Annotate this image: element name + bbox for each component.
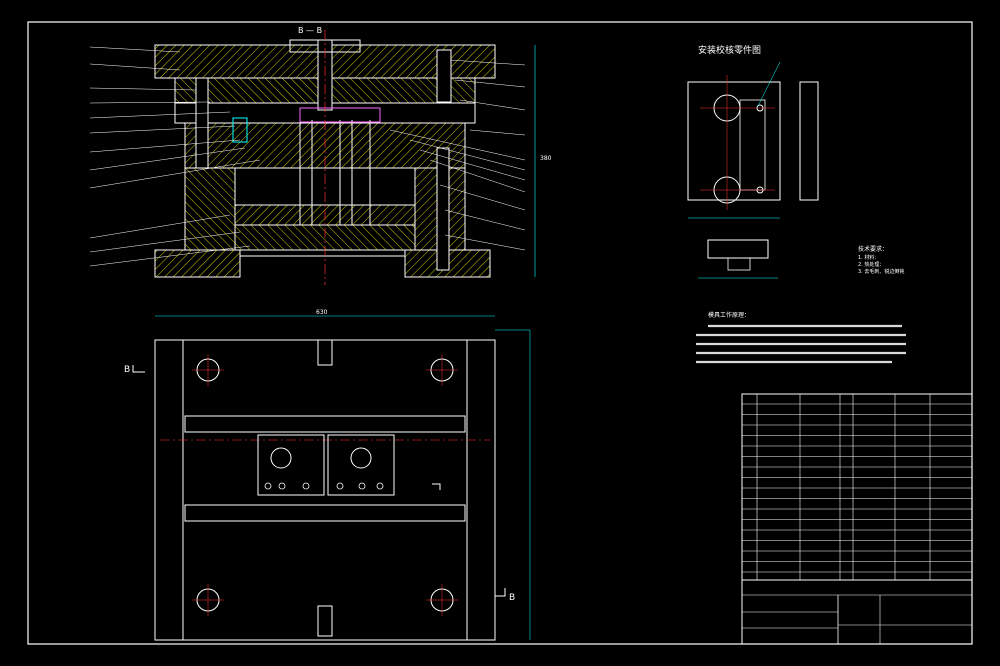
tech-requirements-title: 技术要求： — [858, 245, 888, 253]
part-drawing-title: 安装校核零件图 — [698, 44, 761, 56]
plan-view: 630 B B — [124, 309, 531, 641]
section-mark-right: B — [509, 593, 515, 603]
notes-title: 模具工作原理： — [708, 311, 750, 319]
tech-requirement-1: 1. 材料： — [858, 254, 879, 261]
parts-list-table — [741, 393, 973, 645]
height-dimension: 380 — [540, 155, 552, 162]
section-label: B — B — [298, 26, 322, 35]
section-view: B — B — [89, 26, 552, 285]
tech-requirement-3: 3. 去毛刺、锐边倒钝 — [858, 268, 904, 275]
drawing-frame — [27, 21, 973, 645]
section-mark-left: B — [124, 365, 130, 375]
width-dimension: 630 — [316, 309, 328, 316]
working-principle-notes: 模具工作原理： — [696, 311, 906, 364]
part-drawing: 安装校核零件图 技术要求： 1. 材料： 2. 热处理： 3. 去毛刺、锐边倒钝 — [687, 44, 904, 279]
tech-requirement-2: 2. 热处理： — [858, 261, 884, 268]
